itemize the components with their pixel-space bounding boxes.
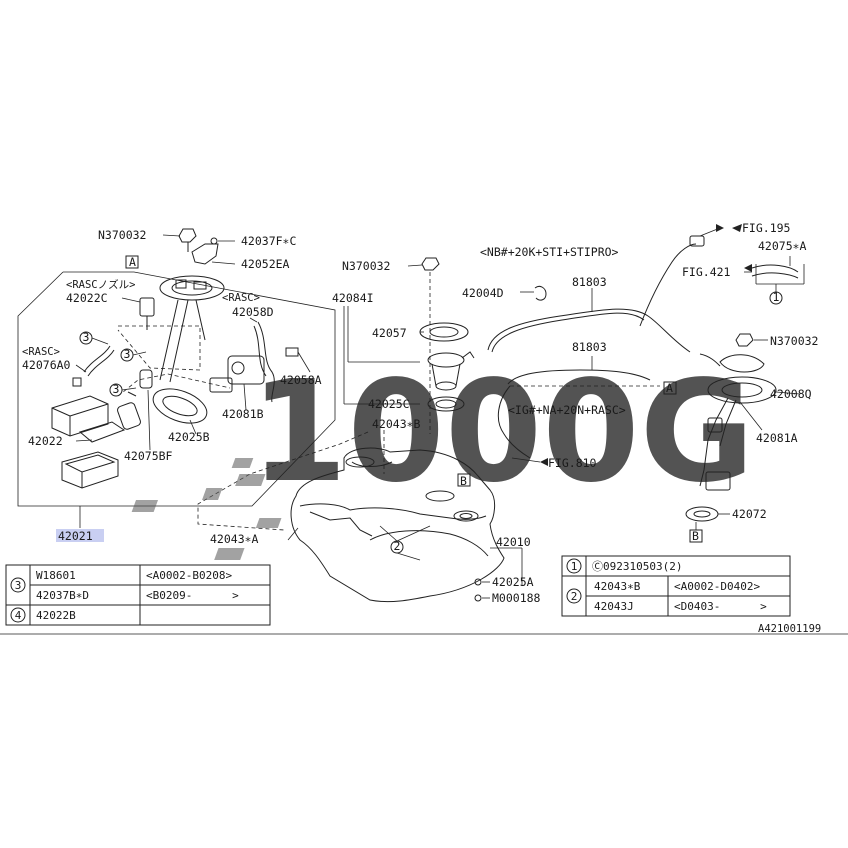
label-nb-note: <NB#+20K+STI+STIPRO> xyxy=(480,245,619,259)
label-ig-note: <IG#+NA+20N+RASC> xyxy=(508,403,626,417)
label-42022: 42022 xyxy=(28,434,63,448)
table-right-range-2: <A0002-D0402> xyxy=(674,580,760,593)
table-right: 1 2 Ⓒ092310503(2) 42043∗B <A0002-D0402> … xyxy=(561,555,791,617)
label-81803-mid: 81803 xyxy=(572,340,607,354)
label-fig421: FIG.421 xyxy=(682,265,731,279)
label-n370032-right: N370032 xyxy=(770,334,818,348)
label-42010: 42010 xyxy=(496,535,531,549)
callout-3a: 3 xyxy=(83,330,90,344)
sub-pump-group xyxy=(685,256,805,543)
label-42025c: 42025C xyxy=(368,397,410,411)
table-left-ref-4: 4 xyxy=(15,609,22,622)
pump-flange xyxy=(159,275,225,383)
label-42004d: 42004D xyxy=(462,286,504,300)
table-right-ref-1: 1 xyxy=(571,560,578,573)
callout-1-right: 1 xyxy=(773,290,780,304)
label-42021: 42021 xyxy=(58,529,93,543)
label-42084i: 42084I xyxy=(332,291,374,305)
evap-tubes-group xyxy=(487,227,721,463)
label-42075a: 42075∗A xyxy=(758,239,807,253)
part-labels: N370032 42037F∗C 42052EA A <RASCノズル> 420… xyxy=(22,221,821,635)
label-42022c: 42022C xyxy=(66,291,108,305)
bracket-42037fc xyxy=(191,237,236,265)
table-left-part-1: W18601 xyxy=(36,569,76,582)
label-n370032-top: N370032 xyxy=(98,228,146,242)
callout-2-tank: 2 xyxy=(394,539,401,553)
sub-tank-42022b xyxy=(61,451,119,489)
label-fig195: FIG.195 xyxy=(742,221,790,235)
label-42075bf: 42075BF xyxy=(124,449,173,463)
label-rasc-left: <RASC> xyxy=(22,346,60,358)
table-left-ref-3: 3 xyxy=(15,579,22,592)
label-42025a: 42025A xyxy=(492,575,534,589)
table-right-range-3: <D0403- > xyxy=(674,600,767,613)
label-42081a: 42081A xyxy=(756,431,798,445)
label-42072: 42072 xyxy=(732,507,767,521)
callout-3c: 3 xyxy=(113,382,120,396)
fuel-sender-42022c xyxy=(121,297,155,330)
doc-code: A421001199 xyxy=(758,623,821,635)
callout-3-group xyxy=(79,331,147,397)
label-42008q: 42008Q xyxy=(770,387,812,401)
label-42021-highlight xyxy=(56,529,104,542)
box-b-right: B xyxy=(692,529,699,543)
label-rasc-right: <RASC> xyxy=(222,292,260,304)
label-42043a: 42043∗A xyxy=(210,532,259,546)
box-a-mid: A xyxy=(666,381,673,395)
table-left-range-1: <A0002-B0208> xyxy=(146,569,232,582)
label-42058a: 42058A xyxy=(280,373,322,387)
table-left: 3 4 W18601 <A0002-B0208> 42037B∗D <B0209… xyxy=(5,564,271,626)
fuel-pump-module xyxy=(209,347,311,411)
watermark-text: 1000G xyxy=(250,351,755,514)
table-left-part-2: 42037B∗D xyxy=(36,589,89,602)
hose-42076a0 xyxy=(72,345,115,387)
gasket-42025b xyxy=(152,388,208,435)
label-42025b: 42025B xyxy=(168,430,210,444)
label-42043b: 42043∗B xyxy=(372,417,421,431)
label-42076a0: 42076A0 xyxy=(22,358,71,372)
fuel-pump-42075bf xyxy=(117,369,153,451)
label-fig810: FIG.810 xyxy=(548,456,597,470)
fuel-pump-assembly-group xyxy=(17,228,336,528)
table-right-part-3: 42043J xyxy=(594,600,634,613)
filter-42022 xyxy=(51,395,126,443)
label-42057: 42057 xyxy=(372,326,407,340)
table-right-ref-2: 2 xyxy=(571,590,578,603)
table-right-part-1: Ⓒ092310503(2) xyxy=(592,560,682,573)
table-left-part-3: 42022B xyxy=(36,609,76,622)
label-n370032-mid: N370032 xyxy=(342,259,390,273)
label-rasc-nozzle: <RASCノズル> xyxy=(66,278,135,291)
callout-3b: 3 xyxy=(124,347,131,361)
box-a-top: A xyxy=(129,255,136,269)
table-left-range-2: <B0209- > xyxy=(146,589,239,602)
label-42037fc: 42037F∗C xyxy=(241,234,296,248)
label-m000188: M000188 xyxy=(492,591,541,605)
label-42081b: 42081B xyxy=(222,407,264,421)
label-81803-top: 81803 xyxy=(572,275,607,289)
bolt-n370032-top xyxy=(162,228,197,252)
box-b-tank: B xyxy=(460,474,467,488)
label-42058d: 42058D xyxy=(232,305,274,319)
fuel-tank-group xyxy=(131,257,523,603)
label-42052ea: 42052EA xyxy=(241,257,290,271)
table-right-part-2: 42043∗B xyxy=(594,580,641,593)
